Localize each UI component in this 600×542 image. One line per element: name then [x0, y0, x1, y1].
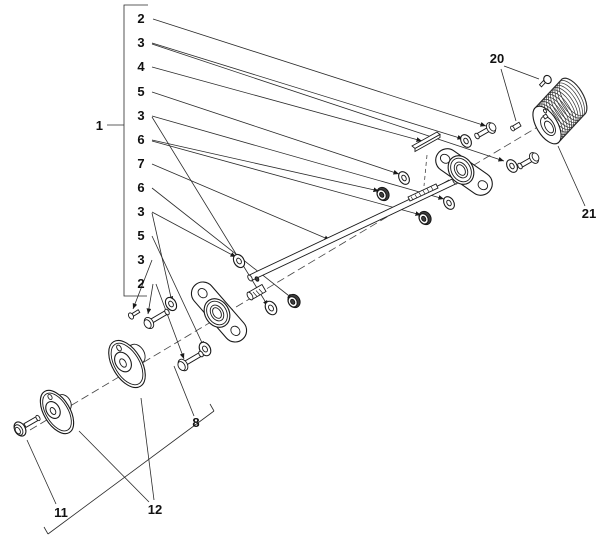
pulley-small — [39, 389, 75, 435]
callout-labels: 1 2 3 4 5 3 6 7 6 3 5 3 2 8 11 12 20 21 — [54, 11, 596, 520]
flat-washer — [443, 196, 455, 210]
flat-washer — [398, 171, 410, 185]
roller-keyway-notch — [542, 113, 549, 120]
flat-washer — [232, 253, 246, 269]
flat-washer — [264, 300, 278, 316]
callout-11: 11 — [54, 505, 68, 520]
spacer-sleeve — [246, 276, 267, 301]
callout-4: 4 — [137, 59, 145, 74]
callout-12: 12 — [148, 502, 162, 517]
callout-3c: 3 — [137, 204, 144, 219]
shaft — [247, 177, 458, 282]
callout-2b: 2 — [137, 276, 144, 291]
hex-bolt-upper — [474, 122, 497, 140]
pulley-large — [108, 339, 146, 389]
lock-nut — [376, 186, 390, 202]
callout-3b: 3 — [137, 108, 144, 123]
flange-bolt — [13, 414, 41, 437]
callout-2: 2 — [137, 11, 144, 26]
round-head-screw — [538, 74, 552, 88]
leader-lines — [26, 18, 586, 505]
hex-bolt-lower-1 — [143, 308, 170, 330]
lock-nut — [287, 293, 301, 309]
callout-21: 21 — [582, 206, 596, 221]
set-screw — [510, 121, 522, 132]
flat-washer — [506, 159, 518, 173]
callout-6: 6 — [137, 132, 144, 147]
hex-bolt-lower-2 — [177, 350, 204, 372]
callout-8: 8 — [192, 415, 199, 430]
callout-3: 3 — [137, 35, 144, 50]
center-axis-line — [29, 121, 547, 431]
callout-1: 1 — [96, 118, 103, 133]
shaft-keyway — [407, 183, 439, 202]
hex-bolt-right — [517, 152, 540, 170]
callout-7: 7 — [137, 156, 144, 171]
sleeve-set-screw — [254, 276, 260, 282]
roller-setscrew-hole — [543, 108, 547, 114]
flat-washer — [460, 134, 472, 148]
lock-nut — [418, 210, 432, 226]
callout-3d: 3 — [137, 252, 144, 267]
shaft-key — [411, 131, 441, 153]
small-pin — [127, 309, 141, 320]
callout-5: 5 — [137, 84, 144, 99]
flange-bearing-lower — [190, 281, 248, 343]
callout-6b: 6 — [137, 180, 144, 195]
callout-20: 20 — [490, 51, 504, 66]
flange-bearing-upper — [435, 148, 493, 196]
key-axis-line — [423, 154, 428, 187]
callout-5b: 5 — [137, 228, 144, 243]
callout-bracket-8 — [43, 403, 215, 535]
flat-washer — [164, 296, 178, 312]
callout-bracket-1 — [123, 4, 148, 297]
drive-roller — [532, 77, 588, 145]
